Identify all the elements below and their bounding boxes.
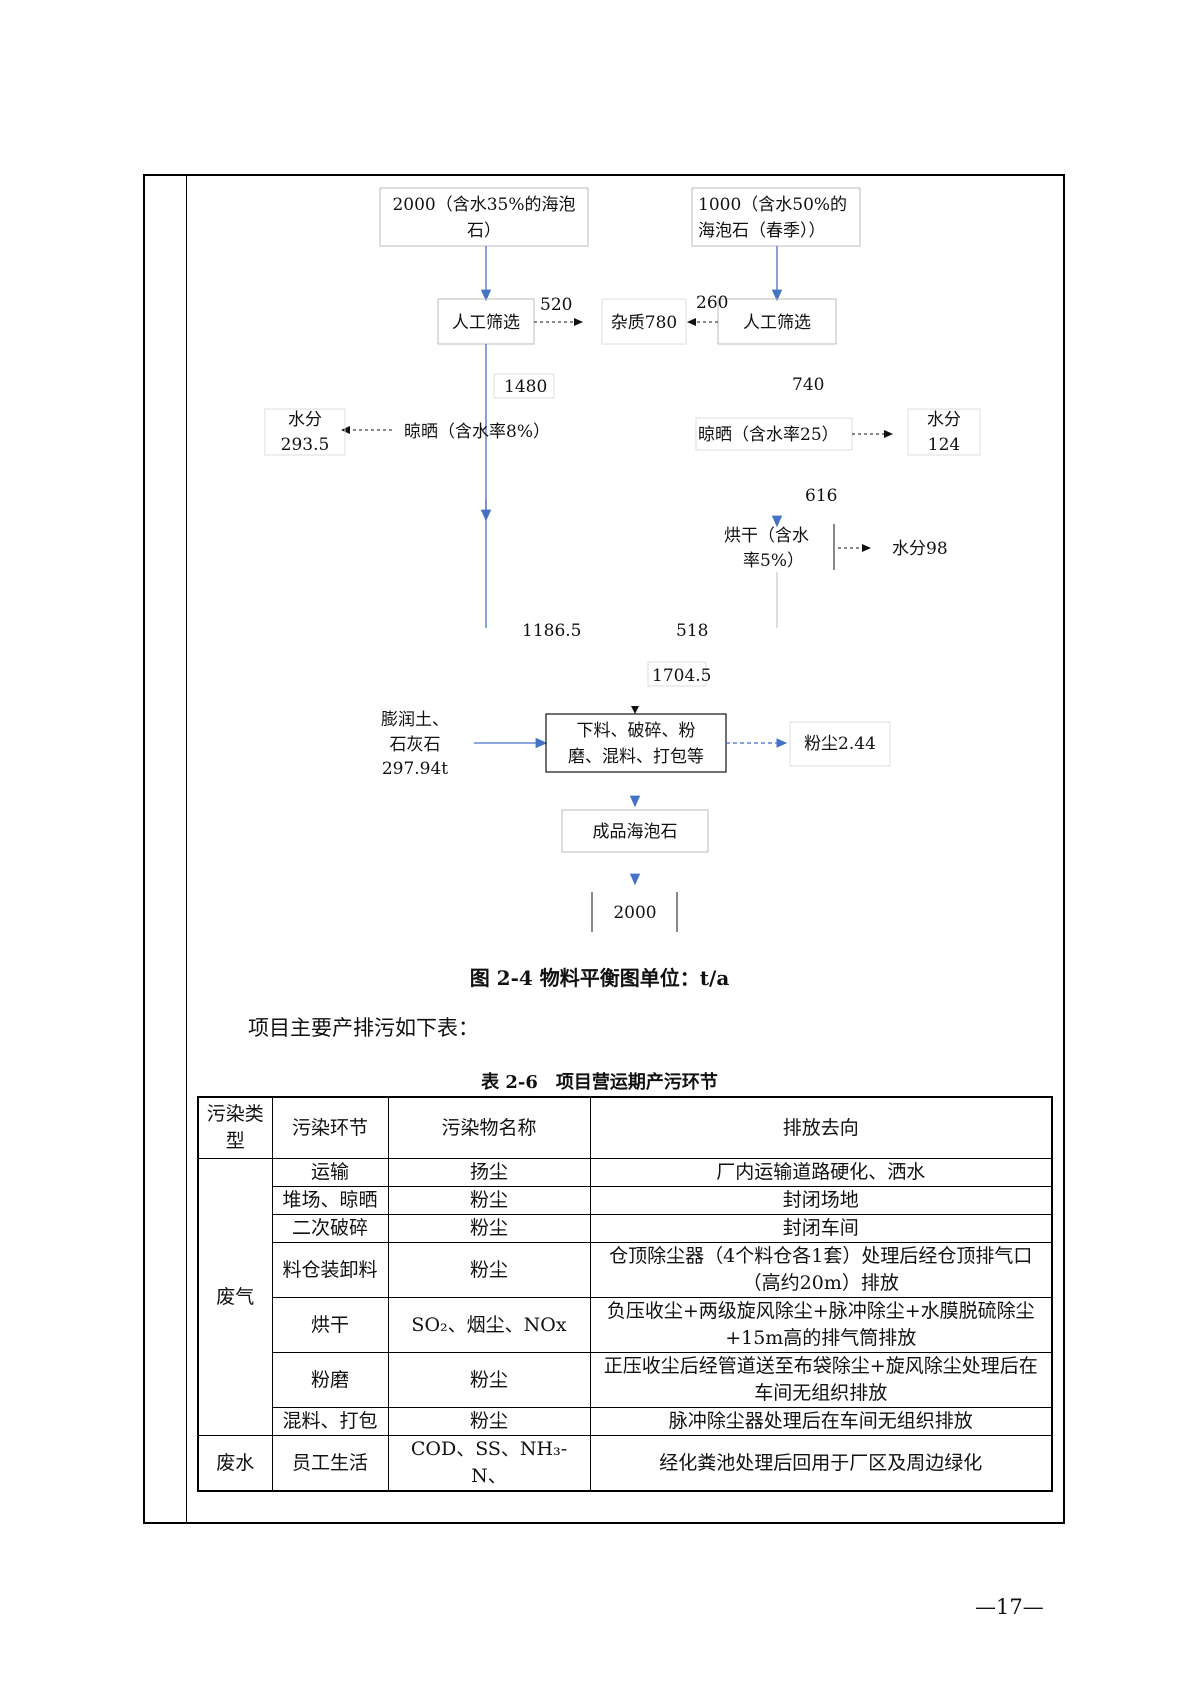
type-waste-water: 废水 xyxy=(197,1435,273,1492)
source-box-right xyxy=(691,187,861,247)
destination-cell: 脉冲除尘器处理后在车间无组织排放 xyxy=(589,1407,1053,1436)
output-value: 2000 xyxy=(613,903,656,923)
additives-line1: 膨润土、 xyxy=(381,710,449,730)
water-oven-label: 水分98 xyxy=(892,539,948,559)
material-balance-diagram: 2000（含水35%的海泡 石） 1000（含水50%的 海泡石（春季）） 人工… xyxy=(264,187,981,932)
table-row: 二次破碎 粉尘 封闭车间 xyxy=(198,1214,1053,1243)
product-label: 成品海泡石 xyxy=(593,822,678,842)
value-1186: 1186.5 xyxy=(522,621,581,641)
pollutant-cell: 扬尘 xyxy=(387,1158,591,1187)
intro-text: 项目主要产排污如下表： xyxy=(248,1016,479,1040)
table-row: 粉磨 粉尘 正压收尘后经管道送至布袋除尘+旋风除尘处理后在车间无组织排放 xyxy=(198,1352,1053,1408)
frame-left-column-line xyxy=(186,175,187,1523)
table-row: 废水 员工生活 COD、SS、NH₃-N、 经化粪池处理后回用于厂区及周边绿化 xyxy=(197,1435,1053,1492)
water-left-line1: 水分 xyxy=(288,410,322,430)
page-number: —17— xyxy=(975,1595,1044,1619)
value-260: 260 xyxy=(696,293,728,313)
source-left-line2: 石） xyxy=(467,221,501,241)
oven-line2: 率5%） xyxy=(743,551,804,571)
destination-cell: 仓顶除尘器（4个料仓各1套）处理后经仓顶排气口（高约20m）排放 xyxy=(589,1242,1053,1298)
additives-line2: 石灰石 xyxy=(390,735,441,755)
table-row: 混料、打包 粉尘 脉冲除尘器处理后在车间无组织排放 xyxy=(198,1407,1053,1436)
water-right-line2: 124 xyxy=(928,435,960,455)
destination-cell: 正压收尘后经管道送至布袋除尘+旋风除尘处理后在车间无组织排放 xyxy=(589,1352,1053,1408)
stage-cell: 粉磨 xyxy=(271,1352,389,1408)
stage-cell: 堆场、晾晒 xyxy=(271,1186,389,1215)
header-destination: 排放去向 xyxy=(589,1096,1053,1159)
source-box-left xyxy=(379,187,589,247)
value-616: 616 xyxy=(805,486,837,506)
value-1480-box xyxy=(493,373,555,399)
stage-cell: 运输 xyxy=(271,1158,389,1187)
value-1704: 1704.5 xyxy=(652,666,711,686)
pollutant-cell: SO₂、烟尘、NOx xyxy=(387,1297,591,1353)
destination-cell: 经化粪池处理后回用于厂区及周边绿化 xyxy=(589,1435,1053,1492)
stage-cell: 二次破碎 xyxy=(271,1214,389,1243)
stage-cell: 料仓装卸料 xyxy=(271,1242,389,1298)
dust-box xyxy=(789,721,891,767)
value-740: 740 xyxy=(792,375,824,395)
table-row: 烘干 SO₂、烟尘、NOx 负压收尘+两级旋风除尘+脉冲除尘+水膜脱硫除尘+15… xyxy=(198,1297,1053,1353)
impurity-label: 杂质780 xyxy=(611,313,677,333)
dust-label: 粉尘2.44 xyxy=(804,734,876,754)
pollution-table: 污染类型 污染环节 污染物名称 排放去向 废气 运输 扬尘 厂内运输道路硬化、洒… xyxy=(197,1096,1053,1492)
destination-cell: 厂内运输道路硬化、洒水 xyxy=(589,1158,1053,1187)
page-frame xyxy=(143,174,1065,1524)
stage-cell: 混料、打包 xyxy=(271,1407,389,1436)
source-left-line1: 2000（含水35%的海泡 xyxy=(392,195,575,215)
value-1704-box xyxy=(647,661,707,687)
pollutant-cell: 粉尘 xyxy=(387,1214,591,1243)
pollutant-cell: 粉尘 xyxy=(387,1242,591,1298)
dry-right-label: 晾晒（含水率25） xyxy=(698,425,839,445)
pollutant-cell: 粉尘 xyxy=(387,1186,591,1215)
screen-right-label: 人工筛选 xyxy=(743,313,811,333)
product-box xyxy=(561,809,709,853)
source-right-line2: 海泡石（春季）） xyxy=(698,221,826,241)
screen-left-label: 人工筛选 xyxy=(452,313,520,333)
table-caption: 表 2-6 项目营运期产污环节 xyxy=(481,1072,718,1093)
stage-cell: 烘干 xyxy=(271,1297,389,1353)
arrow-into-process xyxy=(631,706,639,714)
pollutant-cell: 粉尘 xyxy=(387,1407,591,1436)
additives-line3: 297.94t xyxy=(382,759,448,779)
water-left-box xyxy=(264,408,346,456)
impurity-box xyxy=(601,298,687,345)
process-line1: 下料、破碎、粉 xyxy=(577,721,696,741)
type-waste-gas: 废气 xyxy=(197,1158,273,1436)
stage-cell: 员工生活 xyxy=(271,1435,389,1492)
header-pollutant: 污染物名称 xyxy=(387,1096,591,1159)
table-row: 废气 运输 扬尘 厂内运输道路硬化、洒水 xyxy=(197,1158,1053,1436)
table-row: 堆场、晾晒 粉尘 封闭场地 xyxy=(198,1186,1053,1215)
destination-cell: 封闭车间 xyxy=(589,1214,1053,1243)
pollutant-cell: 粉尘 xyxy=(387,1352,591,1408)
water-right-line1: 水分 xyxy=(927,410,961,430)
header-stage: 污染环节 xyxy=(271,1096,389,1159)
water-left-line2: 293.5 xyxy=(281,435,330,455)
table-row: 料仓装卸料 粉尘 仓顶除尘器（4个料仓各1套）处理后经仓顶排气口（高约20m）排… xyxy=(198,1242,1053,1298)
header-type: 污染类型 xyxy=(197,1096,273,1159)
destination-cell: 封闭场地 xyxy=(589,1186,1053,1215)
dry-left-label: 晾晒（含水率8%） xyxy=(404,422,550,442)
pollutant-cell: COD、SS、NH₃-N、 xyxy=(387,1435,591,1492)
value-520: 520 xyxy=(540,295,572,315)
process-line2: 磨、混料、打包等 xyxy=(568,747,704,767)
oven-line1: 烘干（含水 xyxy=(724,526,809,546)
value-1480: 1480 xyxy=(504,377,547,397)
value-518: 518 xyxy=(676,621,708,641)
destination-cell: 负压收尘+两级旋风除尘+脉冲除尘+水膜脱硫除尘+15m高的排气筒排放 xyxy=(589,1297,1053,1353)
water-right-box xyxy=(907,408,981,456)
figure-caption: 图 2-4 物料平衡图单位：t/a xyxy=(469,966,730,990)
source-right-line1: 1000（含水50%的 xyxy=(698,195,847,215)
table-header-row: 污染类型 污染环节 污染物名称 排放去向 xyxy=(197,1096,1053,1159)
